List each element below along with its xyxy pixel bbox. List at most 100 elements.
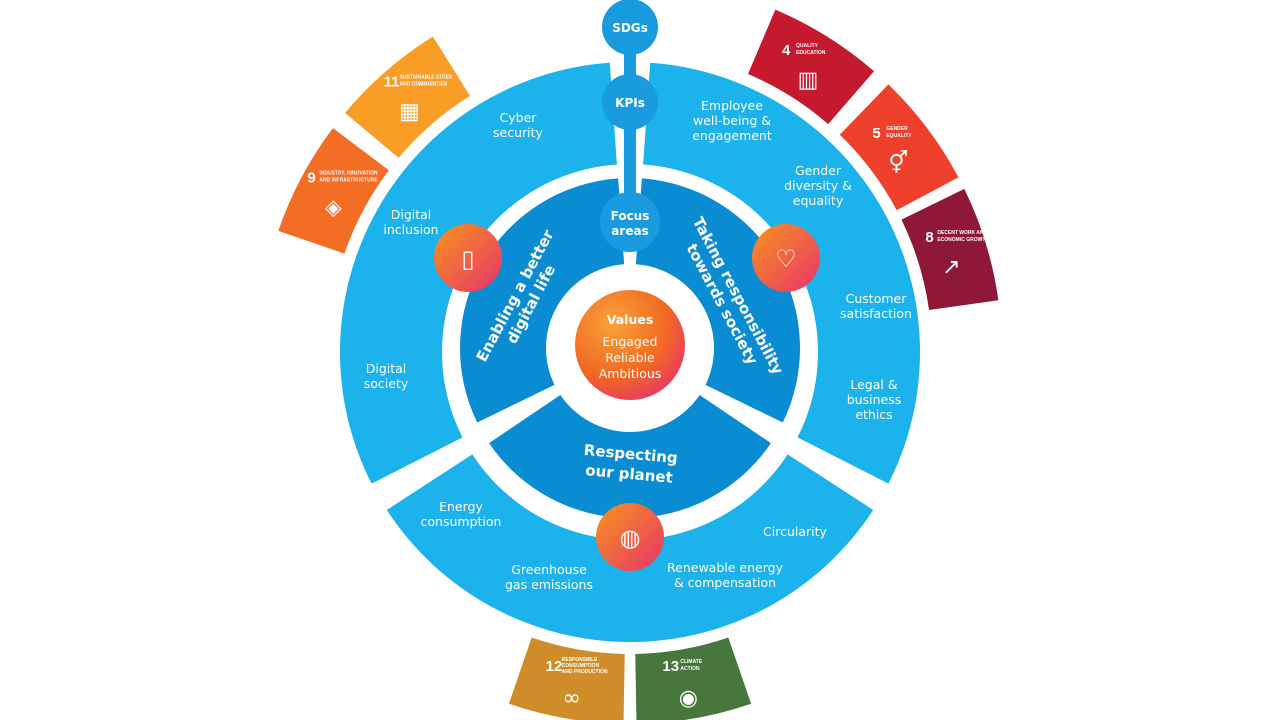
kpis-bubble — [602, 74, 658, 130]
kpi-label-line: Customer — [846, 291, 908, 306]
sdg-tile-bg — [635, 637, 752, 720]
kpi-label-line: ethics — [855, 407, 892, 422]
sdg-number: 5 — [872, 125, 880, 142]
heart-hand-icon: ♡ — [775, 245, 797, 273]
sdg-label: RESPONSIBLE — [562, 657, 599, 663]
sdg-label: AND INFRASTRUCTURE — [319, 177, 378, 183]
phone-icon: ▯ — [461, 245, 474, 273]
sdg-label: CLIMATE — [680, 659, 703, 665]
sdgs-bubble-label: SDGs — [612, 21, 648, 35]
kpi-label-line: & compensation — [674, 575, 776, 590]
kpi-label-line: business — [847, 392, 901, 407]
focus-segment-digital-life[interactable] — [459, 178, 625, 423]
globe-heart-icon: ◍ — [620, 524, 641, 552]
focus-areas-label: areas — [611, 224, 648, 238]
sdg-label: GENDER — [886, 126, 908, 132]
value-item: Engaged — [603, 334, 658, 349]
kpi-label-line: Employee — [701, 98, 763, 113]
values-title: Values — [607, 312, 654, 327]
sdg-tile-bg — [508, 637, 625, 720]
globe-heart-icon-circle — [596, 503, 664, 571]
sdg-tile-bg — [278, 128, 389, 254]
focus-areas-bubble — [600, 192, 660, 252]
focus-segment-planet[interactable] — [489, 394, 771, 519]
value-item: Ambitious — [599, 366, 662, 381]
sdg-tile-bg — [345, 36, 470, 158]
kpi-label-line: Digital — [391, 207, 432, 222]
sdg-label: EQUALITY — [886, 133, 912, 139]
sdg-label: EDUCATION — [796, 50, 826, 56]
sdg-label: ACTION — [680, 666, 700, 672]
kpis-bubble-label: KPIs — [615, 96, 645, 110]
kpi-label-line: Circularity — [763, 524, 828, 539]
kpi-label-line: Cyber — [500, 110, 538, 125]
kpi-label-line: Energy — [439, 499, 483, 514]
sdg-tile-bg — [901, 188, 999, 310]
kpi-label-line: gas emissions — [505, 577, 593, 592]
focus-areas-label: Focus — [611, 209, 650, 223]
kpi-label-line: satisfaction — [840, 306, 912, 321]
kpi-label-line: Renewable energy — [667, 560, 784, 575]
sdg-label: AND COMMUNITIES — [400, 81, 448, 87]
city-icon: ▦ — [399, 99, 420, 124]
kpi-label-line: Gender — [795, 163, 842, 178]
book-icon: ▥ — [798, 68, 819, 93]
gender-equality-icon: ⚥ — [888, 149, 908, 176]
kpi-label: Renewable energy& compensation — [667, 560, 784, 590]
sdg-label: SUSTAINABLE CITIES — [400, 74, 453, 80]
kpi-label-line: inclusion — [383, 222, 438, 237]
kpi-ring-segment-digital — [340, 62, 617, 484]
sdg-tile-bg — [748, 9, 875, 125]
sdg-label: DECENT WORK AND — [937, 230, 987, 236]
sdg-label: CONSUMPTION — [562, 663, 600, 669]
kpi-label-line: engagement — [692, 128, 772, 143]
sdg-number: 12 — [546, 658, 563, 675]
kpi-label-line: diversity & — [784, 178, 852, 193]
kpi-label-line: security — [493, 125, 544, 140]
infinity-icon: ∞ — [562, 686, 580, 711]
kpi-label-line: Greenhouse — [511, 562, 587, 577]
growth-chart-icon: ↗ — [942, 255, 960, 280]
kpi-label-line: society — [364, 376, 409, 391]
sdgs-bubble — [602, 0, 658, 55]
eye-globe-icon: ◉ — [679, 686, 698, 711]
cubes-icon: ◈ — [325, 195, 342, 220]
kpi-label-line: well-being & — [693, 113, 771, 128]
sdg-number: 9 — [307, 169, 315, 186]
kpi-label: Circularity — [763, 524, 828, 539]
sdg-label: AND PRODUCTION — [562, 669, 608, 675]
kpi-label-line: consumption — [421, 514, 502, 529]
sdg-tile-bg — [839, 84, 959, 211]
sdg-label: QUALITY — [796, 43, 819, 49]
value-item: Reliable — [605, 350, 655, 365]
heart-hand-icon-circle — [752, 224, 820, 292]
sdg-label: ECONOMIC GROWTH — [937, 237, 989, 243]
kpi-label-line: Legal & — [850, 377, 897, 392]
sdg-number: 13 — [662, 658, 679, 675]
sdg-number: 8 — [925, 229, 933, 246]
values-circle — [575, 290, 685, 400]
kpi-label-line: Digital — [366, 361, 407, 376]
kpi-ring-segment-society — [643, 62, 921, 484]
sdg-label: INDUSTRY, INNOVATION — [319, 170, 378, 176]
kpi-label-line: equality — [793, 193, 844, 208]
sdg-number: 4 — [782, 42, 791, 59]
phone-icon-circle — [434, 224, 502, 292]
